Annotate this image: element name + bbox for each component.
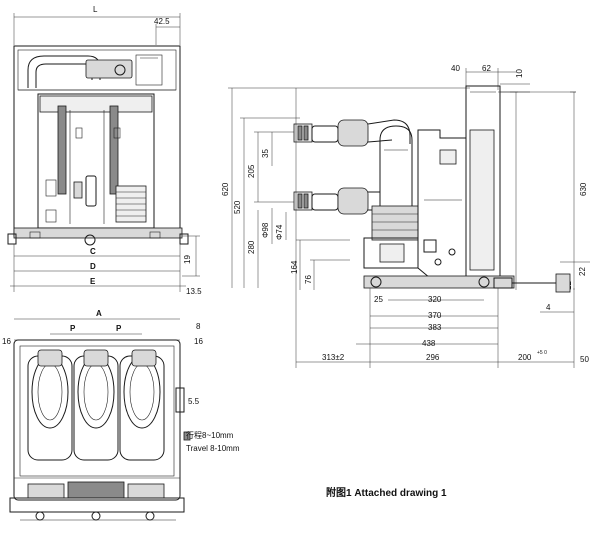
dim-42-5: 42.5 bbox=[154, 17, 170, 26]
dim-E: E bbox=[90, 277, 96, 286]
indicator-strip-right bbox=[109, 105, 119, 195]
mechanism-body bbox=[417, 129, 467, 279]
dim-A: A bbox=[96, 309, 102, 318]
dim-200: 200 bbox=[518, 353, 532, 362]
dim-22: 22 bbox=[578, 267, 587, 276]
dim-313: 313±2 bbox=[322, 353, 345, 362]
dim-370: 370 bbox=[428, 311, 442, 320]
wheel-rear bbox=[478, 276, 490, 288]
dim-P-left: P bbox=[70, 324, 76, 333]
pole-right bbox=[119, 349, 165, 461]
dim-320: 320 bbox=[428, 295, 442, 304]
chassis-rail bbox=[363, 275, 515, 289]
dim-438: 438 bbox=[422, 339, 436, 348]
dim-16-left: 16 bbox=[2, 337, 11, 346]
dim-D: D bbox=[90, 262, 96, 271]
dim-5-5: 5.5 bbox=[188, 397, 200, 406]
dim-520: 520 bbox=[233, 200, 242, 214]
side-view: 40 62 10 620 520 205 35 280 Φ98 Φ74 164 … bbox=[221, 64, 590, 368]
dim-296: 296 bbox=[426, 353, 440, 362]
dim-40: 40 bbox=[451, 64, 460, 73]
dim-10: 10 bbox=[515, 69, 524, 78]
dim-50: 50 bbox=[580, 355, 589, 364]
drawing-caption: 附图1 Attached drawing 1 bbox=[326, 486, 447, 499]
dim-16-right: 16 bbox=[194, 337, 203, 346]
pole-column bbox=[363, 125, 419, 269]
dim-phi74: Φ74 bbox=[275, 224, 284, 240]
dim-76: 76 bbox=[304, 275, 313, 284]
travel-en: Travel 8-10mm bbox=[186, 444, 240, 453]
pole-left bbox=[27, 349, 73, 461]
dim-19: 19 bbox=[183, 255, 192, 264]
dim-205: 205 bbox=[247, 164, 256, 178]
dim-383: 383 bbox=[428, 323, 442, 332]
front-view: L 42.5 bbox=[7, 5, 202, 296]
lower-bushing bbox=[293, 187, 380, 215]
dim-25: 25 bbox=[374, 295, 383, 304]
operating-shaft bbox=[85, 175, 97, 207]
bottom-view: A P P 8 16 16 bbox=[2, 309, 240, 521]
handle-block bbox=[85, 59, 133, 79]
dim-P-right: P bbox=[116, 324, 122, 333]
dim-35: 35 bbox=[261, 149, 270, 158]
dim-4: 4 bbox=[546, 303, 551, 312]
dim-L: L bbox=[93, 5, 98, 14]
upper-bushing bbox=[293, 119, 411, 147]
pole-middle bbox=[73, 349, 119, 461]
nameplate-lines bbox=[116, 191, 146, 217]
travel-cn: 行程8~10mm bbox=[186, 430, 234, 440]
indicator-strip-left bbox=[57, 105, 67, 195]
drive-unit bbox=[67, 481, 125, 499]
dim-620: 620 bbox=[221, 182, 230, 196]
bottom-housing bbox=[13, 339, 181, 501]
rear-handle bbox=[555, 273, 571, 293]
dim-630: 630 bbox=[579, 182, 588, 196]
dim-200-tolerance: +5 0 bbox=[537, 350, 547, 356]
dim-62: 62 bbox=[482, 64, 491, 73]
dim-164: 164 bbox=[290, 260, 299, 274]
dim-280: 280 bbox=[247, 240, 256, 254]
wheel-front bbox=[370, 276, 382, 288]
bottom-rail bbox=[13, 227, 183, 239]
dim-C: C bbox=[90, 247, 96, 256]
dim-phi98: Φ98 bbox=[261, 222, 270, 238]
dim-8: 8 bbox=[196, 322, 201, 331]
dim-13-5: 13.5 bbox=[186, 287, 202, 296]
